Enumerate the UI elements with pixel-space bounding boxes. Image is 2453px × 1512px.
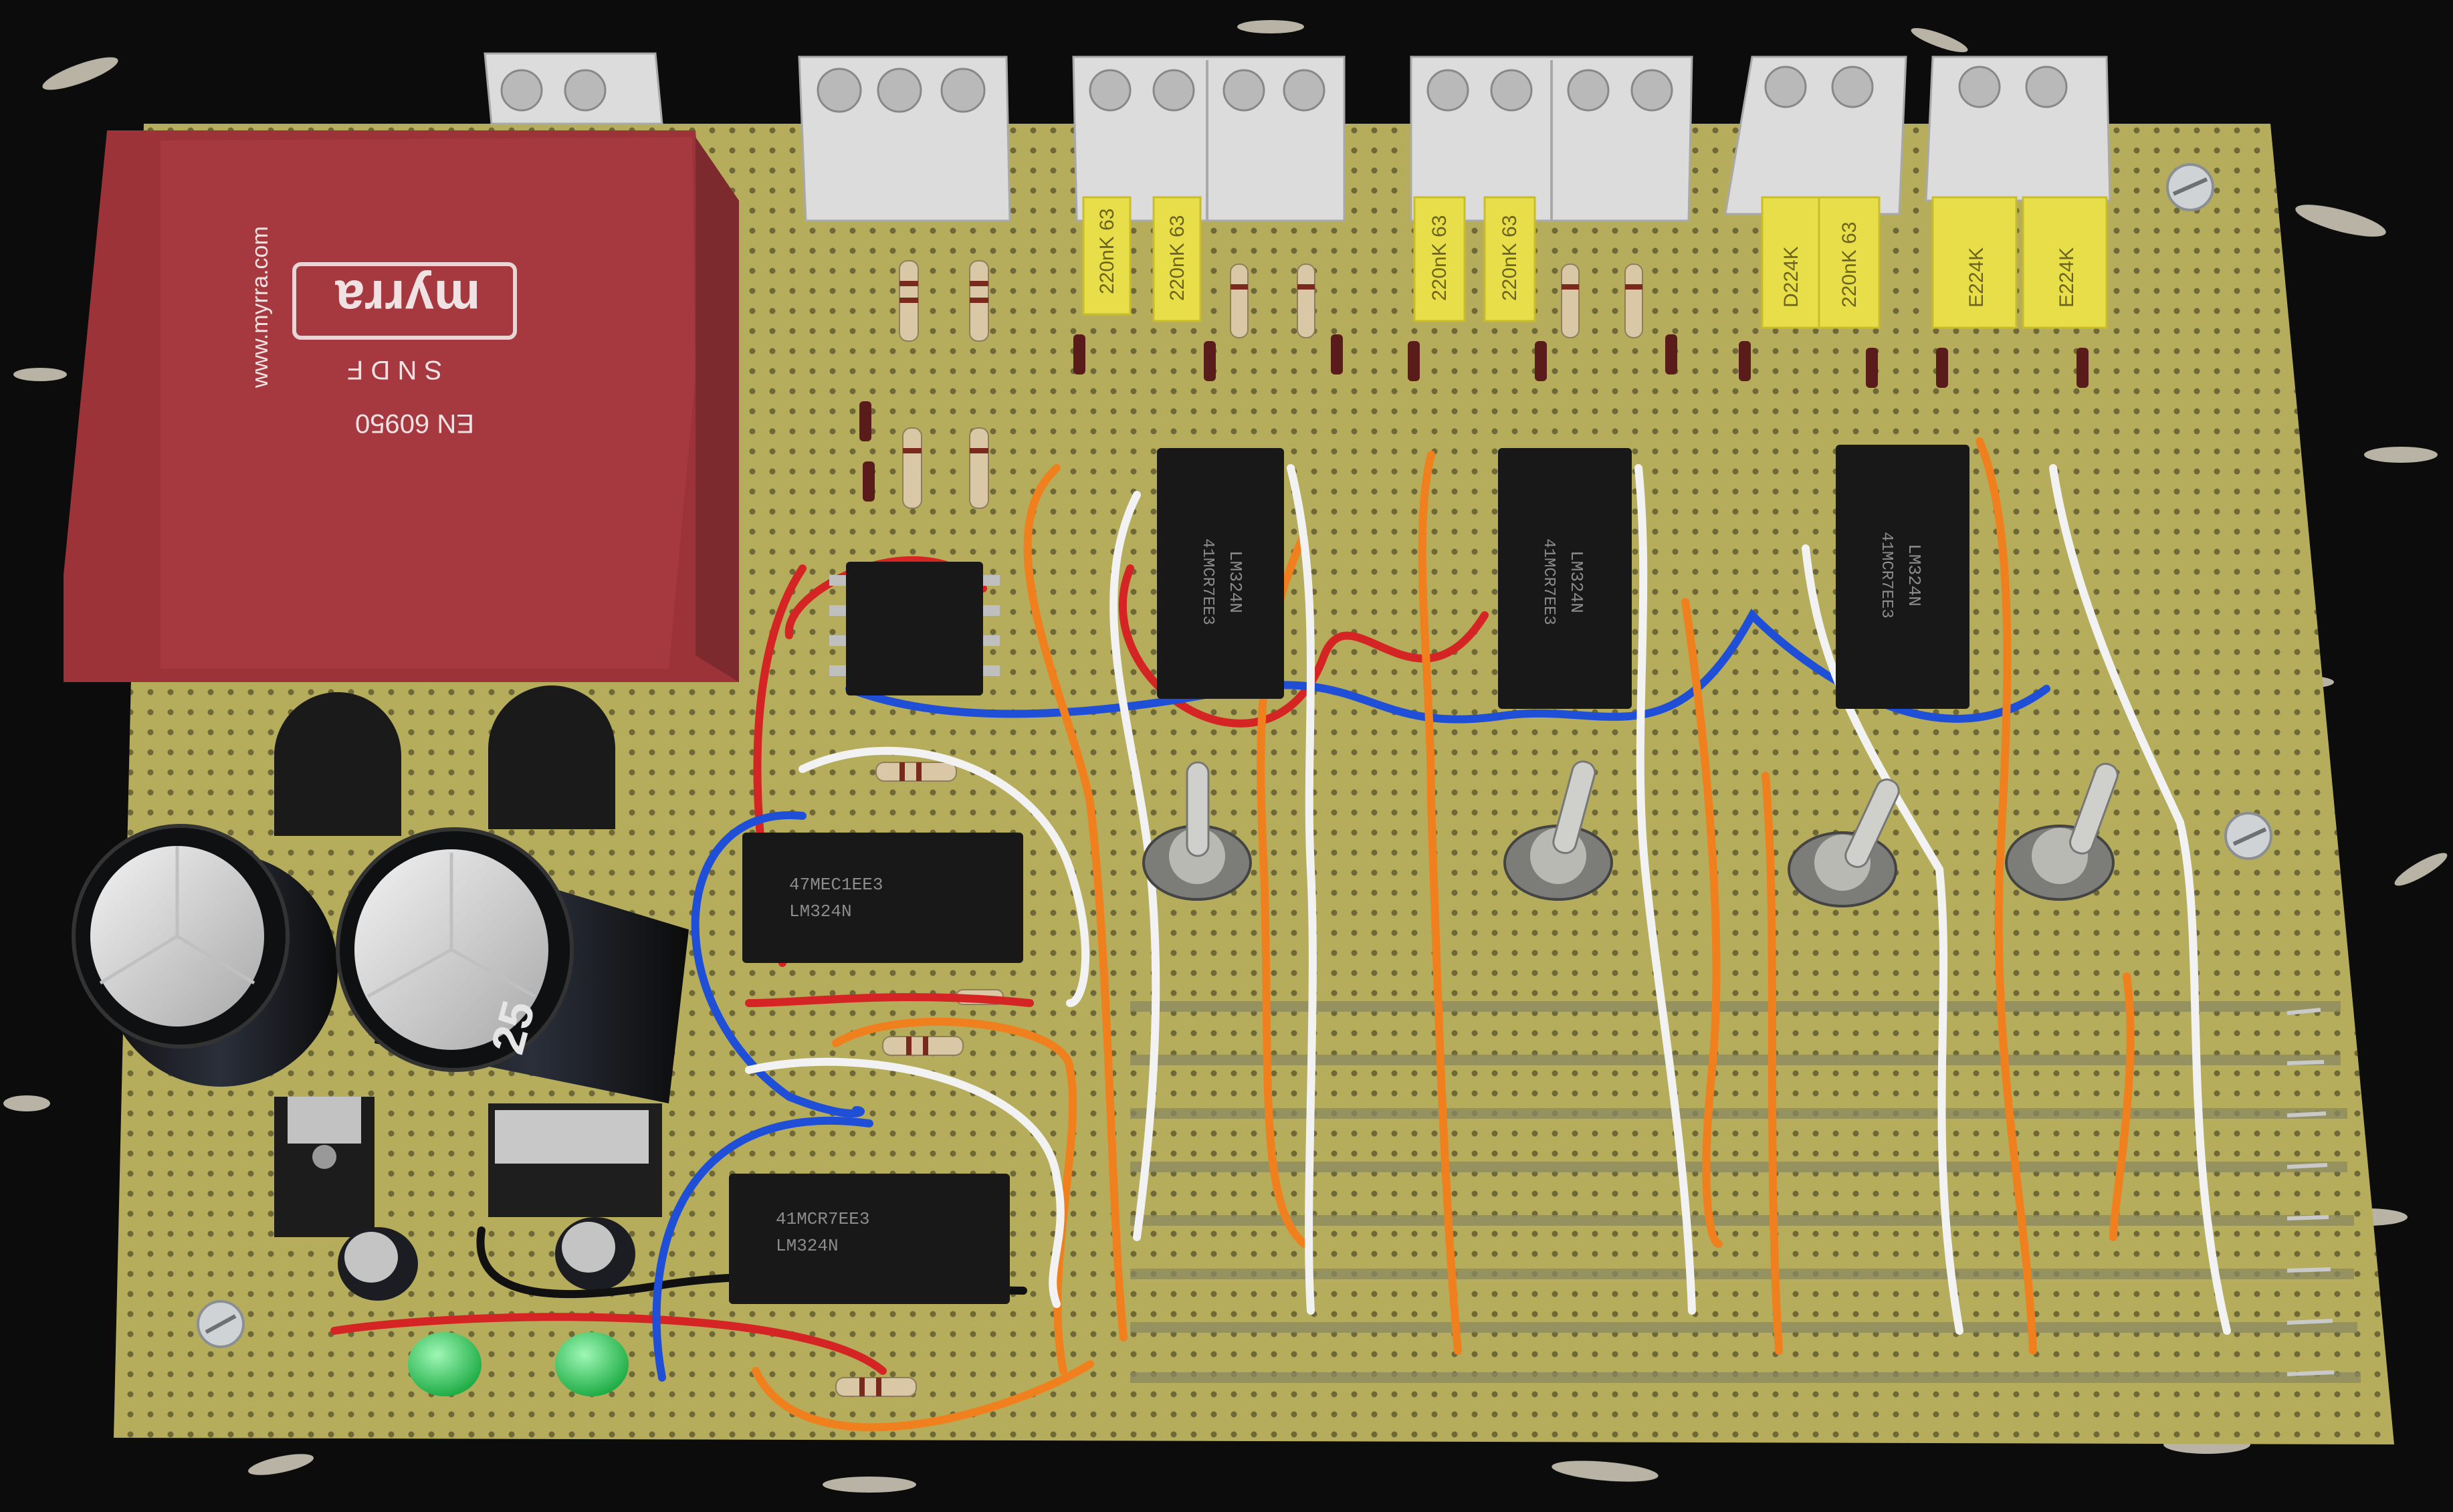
svg-text:220nK 63: 220nK 63 [1428,215,1451,301]
ic-code: 47MEC1EE3 [789,875,883,895]
film-capacitor: E224K [1931,196,2018,329]
svg-text:E224K: E224K [2056,247,2078,308]
mounting-screws [197,163,2272,1348]
ic-chip-lm324-2: LM324N 41MCR7EE3 [1498,448,1632,709]
copper-strips [1130,1001,2361,1383]
terminal-block-5 [1724,56,1907,215]
svg-text:220nK 63: 220nK 63 [1096,209,1118,294]
led-1 [408,1332,482,1396]
header-pins [2286,1008,2335,1376]
ic-chip-lm324-5: 41MCR7EE3 LM324N [729,1174,1010,1304]
led-2 [555,1332,629,1396]
transformer: myrra EN 60950 S N D F www.myrra.com [64,130,739,682]
rectifier-1 [274,692,401,836]
transformer-marks: S N D F [347,355,442,385]
svg-text:220nK 63: 220nK 63 [1166,215,1188,301]
ic-chip-lm324-4: 47MEC1EE3 LM324N [742,833,1023,963]
transformer-label: myrra EN 60950 S N D F www.myrra.com [247,226,517,438]
myrra-logo [292,262,517,340]
ic-code: 41MCR7EE3 [1877,532,1895,619]
ic-chip-lm324-3: LM324N 41MCR7EE3 [1836,445,1969,709]
ic-label: LM324N [1566,550,1586,613]
terminal-blocks [484,52,2111,222]
terminal-block-4 [1410,56,1693,222]
resistor-bands [859,281,1642,1396]
ic-label: LM324N [789,901,852,922]
ic-code: 41MCR7EE3 [776,1209,869,1229]
film-capacitor: D224K [1761,196,1820,329]
ic-code: 41MCR7EE3 [1539,538,1558,625]
ic-chips: LM324N 41MCR7EE3 LM324N 41MCR7EE3 LM324N… [729,445,1969,1304]
toggle-switch-1 [1142,761,1252,901]
toggle-switch-3 [1788,778,1900,907]
electrolytic-capacitor-2: 25 [336,827,689,1103]
toggle-switch-4 [2005,762,2119,901]
toggle-switches [1142,760,2119,907]
electrolytic-capacitor-1 [72,824,338,1087]
film-capacitor: 220nK 63 [1818,196,1881,329]
ic-chip-lm324-1: LM324N 41MCR7EE3 [1157,448,1284,699]
ic-chip-8pin [829,562,1000,695]
svg-text:D224K: D224K [1780,246,1802,308]
ic-code: 41MCR7EE3 [1198,538,1216,625]
film-capacitor: E224K [2022,196,2108,329]
ic-label: LM324N [1225,550,1245,613]
svg-text:220nK 63: 220nK 63 [1499,215,1521,301]
film-capacitors: 220nK 63 220nK 63 220nK 63 220nK 63 D224… [1082,196,2108,329]
toggle-switch-2 [1503,760,1613,901]
rectifier-2 [488,685,615,829]
ic-label: LM324N [1904,544,1924,607]
voltage-regulators [274,1097,662,1237]
terminal-block-2 [798,56,1011,222]
film-capacitor: 220nK 63 [1483,196,1536,322]
film-capacitor: 220nK 63 [1082,196,1132,316]
terminal-block-1 [484,52,663,125]
svg-text:E224K: E224K [1965,247,1988,308]
diodes [859,334,2089,502]
transformer-standard: EN 60950 [355,409,474,438]
leds [408,1332,629,1396]
small-capacitors [338,1217,635,1301]
transformer-brand: myrra [335,269,480,328]
rectifiers [274,685,615,836]
terminal-block-6 [1925,56,2111,202]
terminal-block-3 [1072,56,1346,222]
transformer-url: www.myrra.com [247,226,273,389]
film-capacitor: 220nK 63 [1413,196,1466,322]
electrolytic-capacitors: 25 [72,824,689,1103]
ic-label: LM324N [776,1236,839,1256]
film-capacitor: 220nK 63 [1152,196,1202,322]
svg-text:220nK 63: 220nK 63 [1838,222,1860,308]
